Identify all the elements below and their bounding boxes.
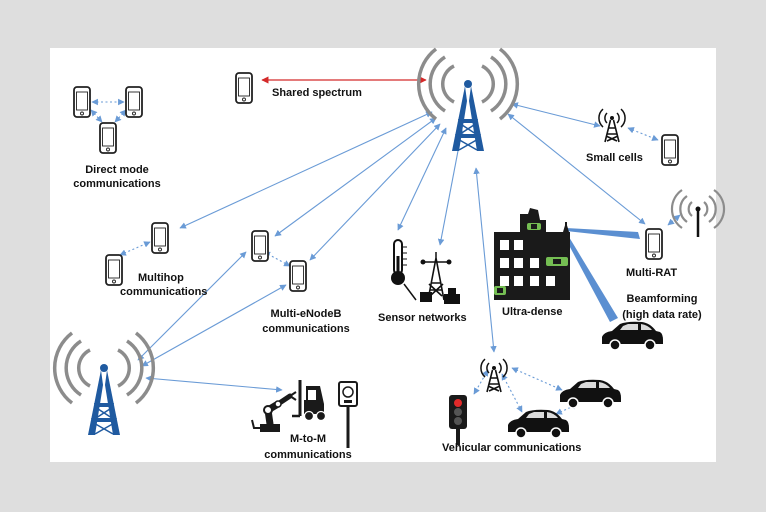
small-cell-tower-icon [598, 108, 626, 143]
phone-icon [151, 222, 169, 254]
traffic-light-icon [449, 395, 467, 445]
weather-station-icon [420, 252, 460, 304]
car-icon [559, 379, 622, 409]
robot-arm-icon [251, 391, 297, 432]
building-icon [494, 208, 570, 300]
beamforming-label-line2: (high data rate) [622, 309, 702, 321]
phone-icon [105, 254, 123, 286]
thermometer-icon [391, 239, 417, 301]
multi-enodeb-label-line1: Multi-eNodeB [271, 308, 342, 320]
link-top-multihop [179, 111, 433, 229]
link-top-vehicular [473, 167, 497, 353]
link-top-multirat [507, 113, 646, 225]
m2m-label-line1: M-to-M [290, 433, 326, 445]
tower-links [137, 102, 646, 393]
link-left-m2m [145, 375, 283, 393]
dotted-links [90, 98, 681, 415]
multi-rat-label: Multi-RAT [626, 267, 677, 279]
phone-icon [235, 72, 253, 104]
link-top-enodeb-1 [274, 117, 437, 237]
direct-mode-label-line2: communications [73, 178, 160, 190]
phone-icon [661, 134, 679, 166]
phone-icon [645, 228, 663, 260]
phone-icon [251, 230, 269, 262]
phone-icon [99, 122, 117, 154]
beamforming-label-line1: Beamforming [627, 293, 698, 305]
car-icon [601, 321, 664, 351]
sensor-networks-label: Sensor networks [378, 312, 467, 324]
multihop-label-line1: Multihop [138, 272, 184, 284]
direct-mode-label-line1: Direct mode [85, 164, 149, 176]
link-top-enodeb-2 [309, 123, 441, 261]
m2m-label-line2: communications [264, 449, 351, 461]
multi-enodeb-label-line2: communications [262, 323, 349, 335]
ultra-dense-label: Ultra-dense [502, 306, 563, 318]
shared-spectrum-label: Shared spectrum [272, 87, 362, 99]
multihop-label-line2: communications [120, 286, 207, 298]
link-top-smallcells [511, 102, 601, 128]
rat-tower-icon [670, 189, 726, 237]
beamforming-beams [563, 228, 640, 322]
link-left-enodeb [141, 284, 287, 367]
car-icon [507, 409, 570, 439]
phone-icon [73, 86, 91, 118]
link-left-multihop [137, 251, 247, 361]
meter-icon [338, 381, 358, 448]
phone-icon [289, 260, 307, 292]
cell-tower-icon [52, 331, 156, 437]
vehicular-label: Vehicular communications [442, 442, 581, 454]
phone-icon [125, 86, 143, 118]
cell-tower-icon [416, 47, 520, 153]
forklift-icon [292, 380, 327, 422]
small-cells-label: Small cells [586, 152, 643, 164]
